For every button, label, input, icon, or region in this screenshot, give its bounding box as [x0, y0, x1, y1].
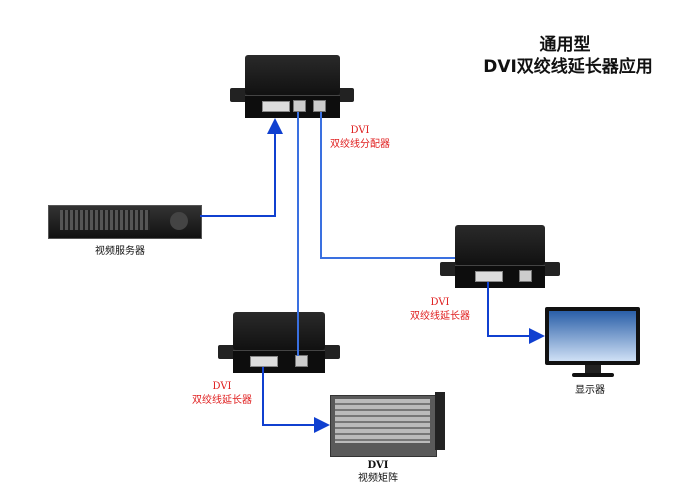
link-server-to-splitter: [200, 118, 283, 217]
title-line2: DVI双绞线延长器应用: [483, 57, 653, 77]
link-right-extender-to-monitor: [487, 282, 545, 344]
extender-right-label-2: 双绞线延长器: [410, 311, 470, 322]
extender-bottom-label-1: DVI: [212, 381, 232, 392]
monitor-label: 显示器: [575, 385, 605, 396]
matrix-label-1: DVI: [367, 460, 389, 471]
extender-bottom-label-2: 双绞线延长器: [192, 395, 252, 406]
server-label: 视频服务器: [95, 246, 145, 257]
extender-right-label-1: DVI: [430, 297, 450, 308]
title-line1: 通用型: [539, 35, 591, 55]
matrix-label-2: 视频矩阵: [358, 473, 398, 484]
link-splitter-to-right-extender: [320, 112, 455, 259]
link-bottom-extender-to-matrix: [262, 367, 330, 433]
splitter-label-1: DVI: [350, 125, 370, 136]
splitter-label-2: 双绞线分配器: [330, 139, 390, 150]
